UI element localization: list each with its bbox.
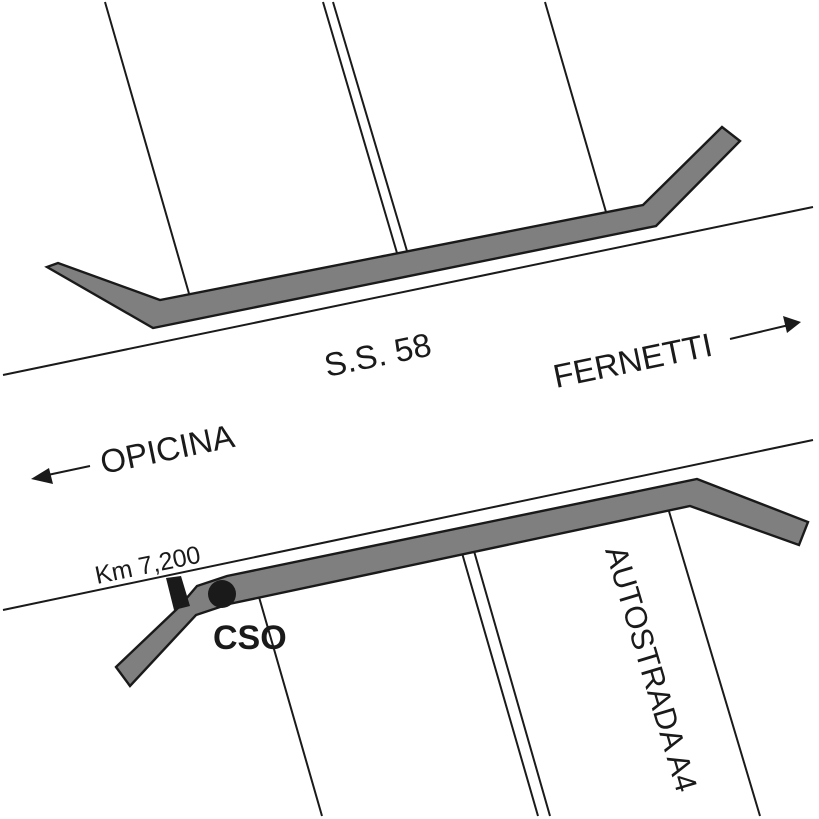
arrow-left-icon [31, 465, 91, 484]
north-double-road-east [332, 1, 408, 252]
motorway-label: AUTOSTRADA A4 [598, 542, 704, 796]
south-frontage-band [114, 477, 810, 688]
north-side-road-east [544, 1, 607, 213]
kilometer-marker-label: Km 7,200 [93, 541, 203, 590]
south-side-road [258, 596, 323, 817]
direction-label-east: FERNETTI [550, 326, 715, 395]
south-double-road-west [461, 552, 539, 817]
north-side-road [104, 1, 191, 298]
north-frontage-band [44, 125, 742, 330]
station-dot [208, 580, 236, 608]
main-road-label: S.S. 58 [321, 326, 434, 384]
station-label: CSO [213, 619, 287, 657]
south-double-road-east [473, 550, 551, 817]
main-road-south-edge [2, 439, 814, 611]
motorway-a4-line [667, 507, 761, 817]
arrow-right-icon [729, 316, 801, 340]
direction-label-west: OPICINA [97, 417, 237, 481]
main-road-north-edge [2, 206, 814, 376]
north-double-road-west [322, 1, 398, 254]
kilometer-marker-post [166, 576, 190, 610]
